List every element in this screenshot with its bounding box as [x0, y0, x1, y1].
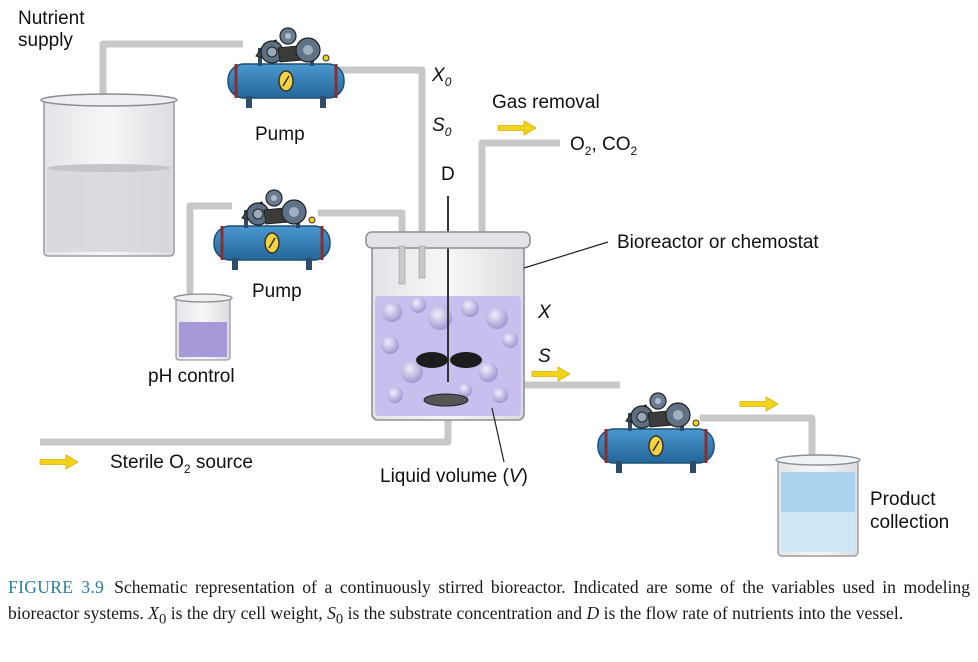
feed-pipe [333, 66, 426, 262]
caption-s0-sub: 0 [335, 611, 344, 628]
ph-pipe [186, 202, 232, 300]
bioreactor-vessel [365, 196, 531, 421]
pump-middle-icon[interactable] [212, 188, 332, 272]
s-label: S [538, 346, 551, 367]
s0-label: S0 [432, 115, 452, 139]
pump-middle-label: Pump [252, 281, 302, 302]
caption-text-3: is the substrate concentration and [343, 603, 587, 623]
bioreactor-lid [365, 231, 531, 249]
nutrient-supply-label-line1: Nutrient [18, 8, 85, 29]
gas-removal-label: Gas removal [492, 92, 600, 113]
pump-bottom-icon[interactable] [596, 391, 716, 475]
gas-removal-pipe [478, 139, 560, 238]
caption-x0-sub: 0 [158, 611, 167, 628]
caption-x0: X [148, 603, 159, 623]
bubbles [381, 297, 518, 403]
x0-label: X0 [431, 65, 452, 89]
bioreactor-diagram: Nutrient supply Pump Pump X0 S0 D Gas re… [18, 8, 949, 557]
pump-top-icon[interactable] [226, 26, 346, 110]
product-collection-label-line1: Product [870, 489, 936, 510]
sterile-o2-label: Sterile O2 source [110, 452, 253, 476]
liquid-volume-label: Liquid volume (V) [380, 466, 528, 487]
gas-removal-arrow-icon [497, 120, 537, 136]
nutrient-supply-label-line2: supply [18, 30, 73, 51]
caption-s0: S [327, 603, 336, 623]
product-collection-label-line2: collection [870, 512, 949, 533]
sterile-o2-arrow-icon [39, 454, 79, 470]
ph-control-beaker [173, 293, 233, 361]
ph-control-label: pH control [148, 366, 235, 387]
gas-species-label: O2, CO2 [570, 134, 638, 158]
d-label: D [441, 164, 455, 185]
sparger [423, 393, 469, 407]
outflow-arrow-icon [531, 366, 571, 382]
figure-label: FIGURE 3.9 [8, 577, 105, 597]
product-arrow-icon [739, 396, 779, 412]
bioreactor-label: Bioreactor or chemostat [617, 232, 819, 253]
impeller-blade-right [450, 352, 482, 368]
product-collection-beaker [775, 454, 861, 557]
caption-text-4: is the flow rate of nutrients into the v… [599, 603, 904, 623]
impeller-blade-left [416, 352, 448, 368]
caption-text-2: is the dry cell weight, [166, 603, 328, 623]
pump-top-label: Pump [255, 124, 305, 145]
liquid-volume-leader [491, 407, 505, 463]
caption-text-1: Schematic representation of a continuous… [8, 577, 970, 623]
x-label: X [537, 302, 552, 323]
caption-d: D [586, 603, 600, 623]
bioreactor-leader [523, 241, 609, 269]
nutrient-supply-beaker [40, 93, 178, 257]
